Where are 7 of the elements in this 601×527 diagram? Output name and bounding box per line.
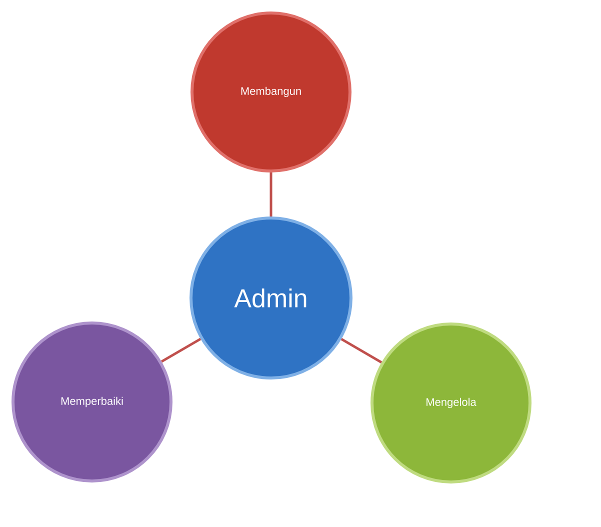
- connector-line: [340, 338, 382, 364]
- circle-node: Admin: [190, 216, 352, 380]
- connector-line: [270, 172, 272, 216]
- connector-line: [160, 338, 202, 363]
- circle-node: Mengelola: [370, 322, 532, 484]
- circle-node: Membangun: [190, 12, 352, 172]
- circle-node: Memperbaiki: [12, 322, 172, 482]
